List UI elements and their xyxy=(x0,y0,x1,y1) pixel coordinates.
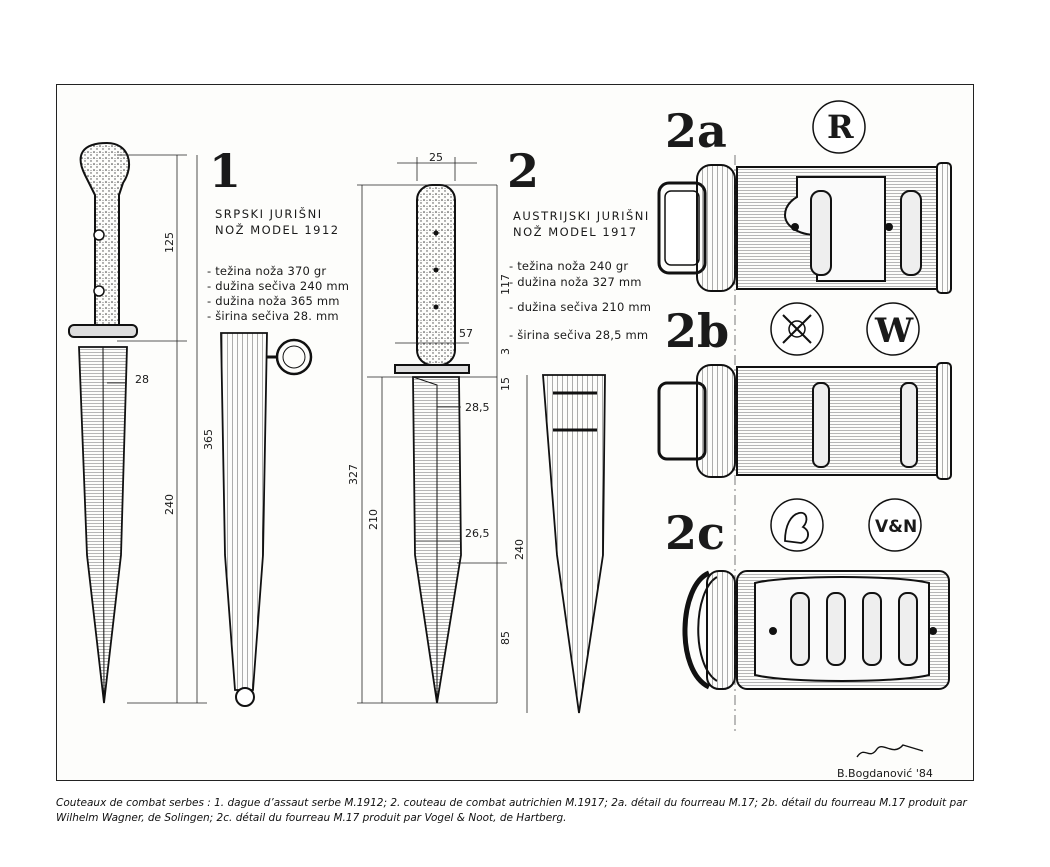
dim-15: 15 xyxy=(499,377,512,391)
knife-2-spec-knife-length: - dužina noža 327 mm xyxy=(509,275,642,289)
knife-2-grip xyxy=(416,184,456,366)
signature-scribble xyxy=(856,744,924,758)
detail-2c-mark-vn xyxy=(868,498,922,552)
detail-2b-mark-letter: W xyxy=(874,311,914,351)
knife-1-number: 1 xyxy=(209,144,241,198)
detail-2b-label: 2b xyxy=(665,304,729,358)
knife-2-combat-knife: 25 117 57 3 15 28,5 26,5 327 210 85 240 xyxy=(347,151,606,714)
knife-2-number: 2 xyxy=(507,144,539,198)
artist-signature: B.Bogdanović '84 xyxy=(837,767,933,779)
knife-2-dimensions xyxy=(357,157,528,713)
detail-2a: 2a R xyxy=(657,100,952,294)
dim-85: 85 xyxy=(499,631,512,645)
knife-2-scabbard xyxy=(542,374,606,714)
dim-25: 25 xyxy=(429,151,443,164)
dim-327: 327 xyxy=(347,464,360,485)
illustration-plate: 125 365 240 28 1 SRPSKI JURIŠNI NOŽ MODE… xyxy=(56,84,974,781)
dim-117: 117 xyxy=(499,274,512,295)
detail-2a-mark-letter: R xyxy=(827,108,854,146)
knife-1-guard xyxy=(68,324,138,338)
dim-125: 125 xyxy=(163,232,176,253)
detail-2a-mark xyxy=(812,100,866,154)
knife-1-spec-weight: - težina noža 370 gr xyxy=(207,264,326,278)
dim-3: 3 xyxy=(499,348,512,355)
knife-2-guard xyxy=(394,364,470,374)
knife-1-dimensions xyxy=(107,154,207,704)
dim-28-5: 28,5 xyxy=(465,401,490,414)
knife-1-scabbard xyxy=(220,332,268,691)
knife-2-title-line-1: AUSTRIJSKI JURIŠNI xyxy=(513,208,650,223)
dim-240: 240 xyxy=(163,494,176,515)
rampant-lion-mark-icon xyxy=(770,498,824,552)
dim-210: 210 xyxy=(367,509,380,530)
knife-1-title-line-2: NOŽ MODEL 1912 xyxy=(215,222,340,237)
knife-2-spec-blade-length: - dužina sečiva 210 mm xyxy=(509,300,651,314)
knife-1-title-line-1: SRPSKI JURIŠNI xyxy=(215,206,323,221)
dim-365: 365 xyxy=(202,429,215,450)
figure-caption: Couteaux de combat serbes : 1. dague d’a… xyxy=(56,797,967,824)
knife-2-title-line-2: NOŽ MODEL 1917 xyxy=(513,224,638,239)
knife-1-spec-blade-length: - dužina sečiva 240 mm xyxy=(207,279,349,293)
detail-2c-label: 2c xyxy=(665,506,725,560)
detail-2c: 2c V&N xyxy=(665,498,950,690)
dim-28: 28 xyxy=(135,373,149,386)
knife-1-spec-blade-width: - širina sečiva 28. mm xyxy=(207,309,339,323)
detail-2b: 2b W xyxy=(657,302,952,480)
knife-2-spec-blade-width: - širina sečiva 28,5 mm xyxy=(509,328,648,342)
technical-drawing: 125 365 240 28 1 SRPSKI JURIŠNI NOŽ MODE… xyxy=(68,100,952,780)
detail-2b-mark-w xyxy=(866,302,920,356)
knife-1-spec-knife-length: - dužina noža 365 mm xyxy=(207,294,340,308)
knife-1-grip xyxy=(79,141,131,326)
knife-2-spec-weight: - težina noža 240 gr xyxy=(509,259,628,273)
knife-1-blade xyxy=(78,346,128,704)
dim-57: 57 xyxy=(459,327,473,340)
detail-2c-mark-letters: V&N xyxy=(875,517,917,537)
dim-26-5: 26,5 xyxy=(465,527,490,540)
knife-1-dagger: 125 365 240 28 xyxy=(68,141,313,707)
detail-2a-label: 2a xyxy=(665,104,727,158)
dim-240-scabbard: 240 xyxy=(513,539,526,560)
